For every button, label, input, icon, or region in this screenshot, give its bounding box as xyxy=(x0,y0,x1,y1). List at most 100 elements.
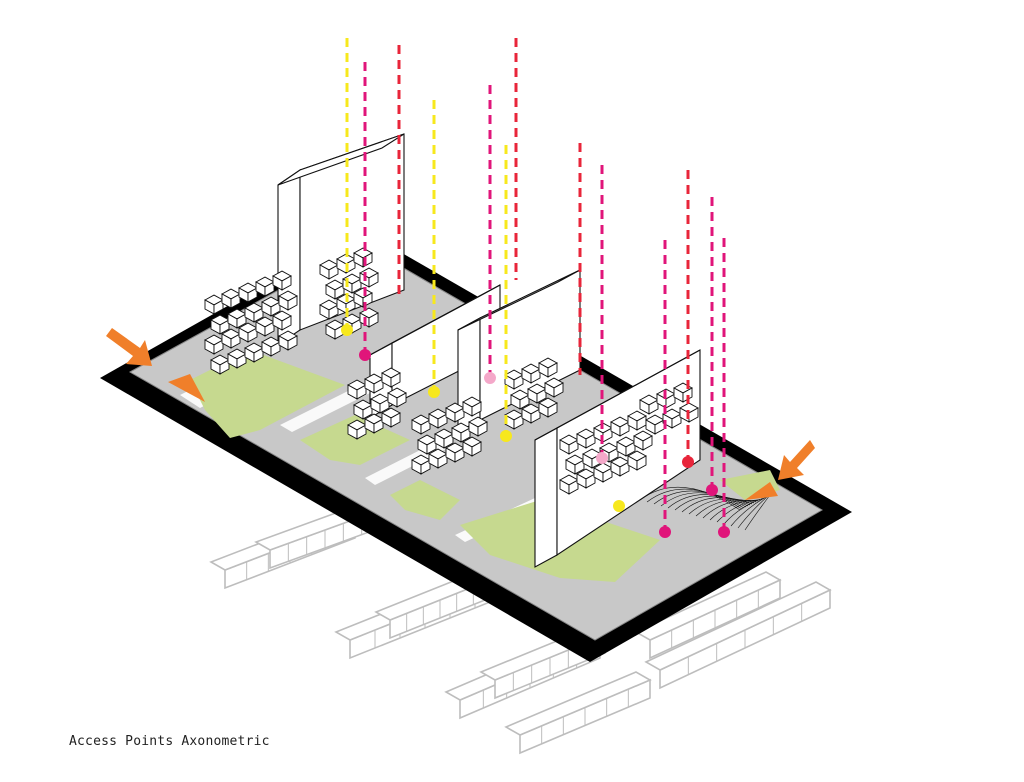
cube-right xyxy=(287,335,298,351)
cube-right xyxy=(356,424,367,440)
canopy-rib xyxy=(716,498,763,523)
cube-right xyxy=(219,319,230,335)
arrow-icon xyxy=(778,440,815,480)
cube xyxy=(559,474,579,495)
access-point-dot xyxy=(682,456,694,468)
cube-right xyxy=(328,264,339,280)
cube-right xyxy=(530,408,541,424)
context-building xyxy=(504,671,652,755)
access-point-dot xyxy=(500,430,512,442)
canopy-rib xyxy=(660,492,747,508)
cube-right xyxy=(236,313,247,329)
cube-right xyxy=(247,287,258,303)
cube-right xyxy=(420,419,431,435)
cube-right xyxy=(547,362,558,378)
cube-right xyxy=(373,378,384,394)
access-lines xyxy=(341,38,730,538)
cube xyxy=(411,454,431,475)
cube xyxy=(411,414,431,435)
cube xyxy=(527,383,547,404)
cube-right xyxy=(437,413,448,429)
cube xyxy=(521,403,541,424)
cube-right xyxy=(264,321,275,337)
cube xyxy=(319,259,339,280)
canopy-rib xyxy=(646,488,743,510)
cube-right xyxy=(420,459,431,475)
cube-right xyxy=(373,418,384,434)
cube-right xyxy=(619,421,630,437)
cube-right xyxy=(460,427,471,443)
cube xyxy=(238,322,258,343)
cube-right xyxy=(236,353,247,369)
cube xyxy=(325,319,345,340)
canopy-rib xyxy=(730,496,767,527)
cube-right xyxy=(602,467,613,483)
cube xyxy=(347,379,367,400)
cube xyxy=(627,410,647,431)
arrow-icon xyxy=(106,328,152,366)
cube-right xyxy=(368,272,379,288)
cube-right xyxy=(334,284,345,300)
modular-clusters xyxy=(204,247,699,495)
cube xyxy=(272,270,292,291)
cube-right xyxy=(379,398,390,414)
access-point-dot xyxy=(341,324,353,336)
context-building xyxy=(644,581,832,690)
cube xyxy=(610,416,630,437)
cube-right xyxy=(390,412,401,428)
cube-right xyxy=(574,459,585,475)
cube xyxy=(272,310,292,331)
cube-right xyxy=(443,433,454,449)
cube-right xyxy=(270,301,281,317)
cube xyxy=(468,416,488,437)
cube xyxy=(544,377,564,398)
cube xyxy=(255,276,275,297)
cube xyxy=(204,294,224,315)
cube xyxy=(538,357,558,378)
cube-right xyxy=(585,473,596,489)
cube xyxy=(462,436,482,457)
cube xyxy=(261,336,281,357)
cube-right xyxy=(219,359,230,375)
canopy xyxy=(639,486,771,531)
cube-right xyxy=(454,407,465,423)
cube xyxy=(559,434,579,455)
cube xyxy=(347,419,367,440)
cube-right xyxy=(281,275,292,291)
cube xyxy=(538,397,558,418)
cube-right xyxy=(568,439,579,455)
cube-right xyxy=(264,281,275,297)
cube-right xyxy=(682,387,693,403)
access-point-dot xyxy=(428,386,440,398)
cube-right xyxy=(437,453,448,469)
cube xyxy=(244,342,264,363)
cube xyxy=(639,394,659,415)
cube-right xyxy=(553,382,564,398)
cube-right xyxy=(281,315,292,331)
cube-right xyxy=(665,393,676,409)
cube-right xyxy=(368,312,379,328)
access-point-dot xyxy=(484,372,496,384)
cube xyxy=(565,454,585,475)
cube xyxy=(210,314,230,335)
cube-right xyxy=(547,402,558,418)
cube xyxy=(381,367,401,388)
entry-markers xyxy=(106,328,815,500)
cube-right xyxy=(471,441,482,457)
cube-right xyxy=(519,394,530,410)
cube xyxy=(593,462,613,483)
cube-right xyxy=(642,435,653,451)
cube-right xyxy=(213,299,224,315)
cube-right xyxy=(608,447,619,463)
cube-right xyxy=(362,404,373,420)
cube-right xyxy=(619,461,630,477)
cube xyxy=(227,308,247,329)
canopy-rib xyxy=(639,486,741,511)
cube xyxy=(627,450,647,471)
cube-right xyxy=(328,304,339,320)
cube-right xyxy=(230,333,241,349)
cube-right xyxy=(247,327,258,343)
canopy-rib xyxy=(667,494,749,509)
cube-right xyxy=(253,307,264,323)
cube-right xyxy=(270,341,281,357)
